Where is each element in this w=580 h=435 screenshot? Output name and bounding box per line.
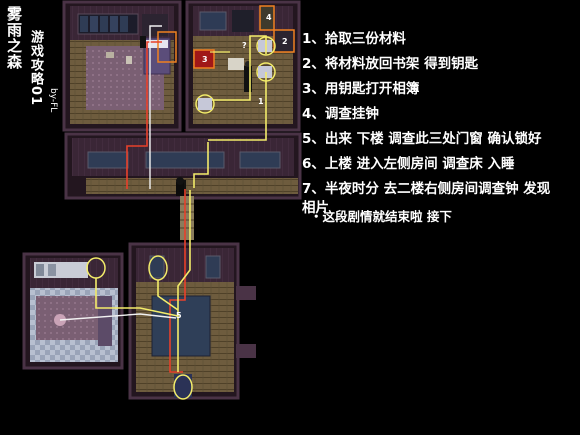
room-upper-left (62, 0, 182, 132)
step-item-continued: 相片 (302, 200, 329, 216)
characters (140, 36, 184, 196)
room-lower-hall (128, 242, 256, 400)
marker-number-5: 5 (176, 311, 182, 320)
room-upper-right (185, 0, 301, 132)
step-item: 1、拾取三份材料 (302, 31, 406, 47)
step-item: 5、出来 下楼 调查此三处门窗 确认锁好 (302, 131, 542, 147)
step-item: 3、用钥匙打开相簿 (302, 81, 420, 97)
guide-title: 游戏攻略01 (28, 30, 43, 107)
marker-number-3: 3 (202, 55, 208, 64)
walkthrough-note: ・这段剧情就结束啦 接下 (310, 209, 452, 224)
marker-number-2: 2 (282, 37, 288, 46)
player-character (176, 182, 184, 196)
step-item: 4、调查挂钟 (302, 106, 379, 122)
marker-number-4: 4 (266, 13, 272, 22)
step-item: 2、将材料放回书架 得到钥匙 (302, 56, 479, 72)
walkthrough-steps: 1、拾取三份材料 2、将材料放回书架 得到钥匙 3、用钥匙打开相簿 4、调查挂钟… (302, 30, 578, 224)
map-number-markers: 4 2 3 1 ? 5 (176, 13, 288, 320)
marker-number-1: 1 (258, 97, 264, 106)
step-item: 6、上楼 进入左侧房间 调查床 入睡 (302, 156, 515, 172)
room-lower-left (22, 252, 124, 370)
route-lines (59, 25, 267, 373)
author-credit: by-FL (48, 88, 58, 113)
marker-question: ? (242, 41, 247, 50)
game-title: 雾雨之森 (5, 6, 23, 70)
step-item: 7、半夜时分 去二楼右侧房间调查钟 发现 (302, 181, 551, 197)
